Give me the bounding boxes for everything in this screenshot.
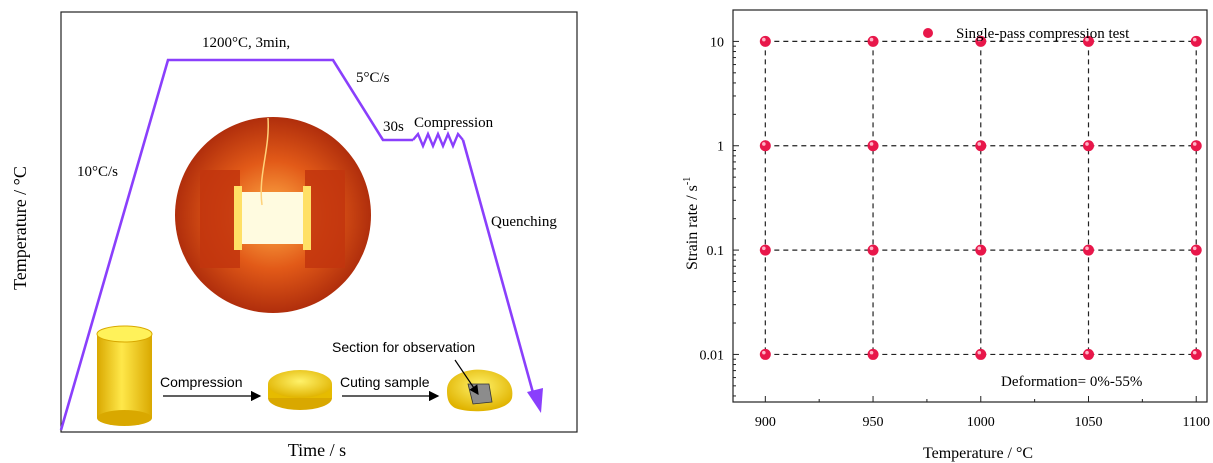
data-point-highlight	[1192, 37, 1197, 42]
left-y-axis-label: Temperature / °C	[10, 166, 30, 290]
data-point	[867, 348, 879, 360]
anvil-right	[305, 170, 345, 268]
heat-rate-label: 10°C/s	[77, 164, 118, 180]
left-panel-frame	[60, 11, 578, 433]
chart-y-axis-label-text: Strain rate / s	[684, 185, 701, 270]
data-point	[759, 348, 771, 360]
chart-ticks: 900 950 1000 1050 1100 0.01 0.1 1 10	[700, 35, 1210, 430]
sample-glow-right	[303, 186, 311, 250]
strain-rate-chart: 900 950 1000 1050 1100 0.01 0.1 1 10 Single-pass…	[682, 9, 1210, 462]
data-point	[1190, 348, 1202, 360]
data-point	[867, 140, 879, 152]
y-tick-label: 10	[710, 35, 724, 50]
data-point-highlight	[1085, 350, 1089, 355]
thermocouple-wire	[260, 117, 269, 206]
data-point	[975, 140, 987, 152]
chart-y-axis-label: Strain rate / s-1	[682, 177, 701, 270]
chart-frame	[732, 9, 1208, 403]
compressed-disk	[268, 370, 332, 410]
x-tick-label: 1000	[967, 415, 995, 430]
data-point-highlight	[977, 37, 982, 42]
data-point-highlight	[762, 142, 766, 146]
data-point-highlight	[869, 350, 874, 355]
data-point	[759, 244, 771, 256]
data-point	[759, 35, 771, 47]
x-tick-label: 950	[863, 415, 884, 430]
y-tick-label: 0.1	[707, 244, 725, 259]
legend-marker	[923, 28, 933, 38]
chart-points	[759, 35, 1202, 360]
data-point-highlight	[1085, 246, 1089, 251]
compression-step-label: Compression	[414, 115, 494, 131]
data-point	[1083, 140, 1094, 152]
data-point-highlight	[977, 142, 982, 146]
section-label: Section for observation	[332, 339, 475, 355]
data-point-highlight	[762, 350, 766, 355]
data-point	[1190, 244, 1202, 256]
data-point	[759, 140, 771, 152]
data-point	[1083, 348, 1094, 360]
data-point-highlight	[869, 246, 874, 251]
temperature-profile-line	[59, 58, 413, 431]
dwell-label: 30s	[383, 119, 404, 135]
cut-sample	[447, 369, 513, 412]
y-tick-label: 1	[717, 140, 724, 155]
anvil-left	[200, 170, 240, 268]
x-tick-label: 900	[755, 415, 776, 430]
arrow2-label: Cuting sample	[340, 374, 430, 390]
chart-grid	[764, 40, 1197, 356]
data-point-highlight	[762, 37, 766, 42]
data-point-highlight	[977, 350, 982, 355]
data-point-highlight	[1192, 350, 1197, 355]
legend-label: Single-pass compression test	[956, 26, 1130, 42]
data-point	[1190, 140, 1202, 152]
hold-label: 1200°C, 3min,	[202, 35, 290, 51]
cylinder-sample	[96, 325, 153, 426]
quench-line	[461, 139, 537, 401]
data-point-highlight	[869, 37, 874, 42]
data-point-highlight	[762, 246, 766, 251]
quench-label: Quenching	[491, 214, 557, 230]
section-pointer	[454, 359, 479, 395]
data-point	[867, 244, 879, 256]
arrow1-label: Compression	[160, 374, 242, 390]
chart-x-axis-label: Temperature / °C	[923, 445, 1033, 462]
data-point	[975, 348, 987, 360]
compression-zigzag	[412, 130, 464, 150]
data-point	[1083, 244, 1094, 256]
y-tick-label: 0.01	[700, 348, 725, 363]
deformation-annotation: Deformation= 0%-55%	[1001, 374, 1142, 390]
data-point	[975, 244, 987, 256]
sample-glow-left	[234, 186, 242, 250]
data-point	[1190, 35, 1202, 47]
cool-rate-label: 5°C/s	[356, 70, 390, 86]
data-point	[867, 35, 879, 47]
x-tick-label: 1100	[1182, 415, 1209, 430]
heated-sample	[240, 192, 305, 244]
data-point-highlight	[1085, 142, 1089, 146]
data-point-highlight	[1192, 142, 1197, 146]
chart-y-axis-label-exponent: -1	[682, 177, 693, 185]
quench-arrowhead	[527, 388, 543, 413]
left-x-axis-label: Time / s	[288, 440, 346, 460]
data-point-highlight	[1192, 246, 1197, 251]
data-point-highlight	[1085, 37, 1089, 42]
data-point-highlight	[869, 142, 874, 146]
x-tick-label: 1050	[1075, 415, 1103, 430]
data-point-highlight	[977, 246, 982, 251]
